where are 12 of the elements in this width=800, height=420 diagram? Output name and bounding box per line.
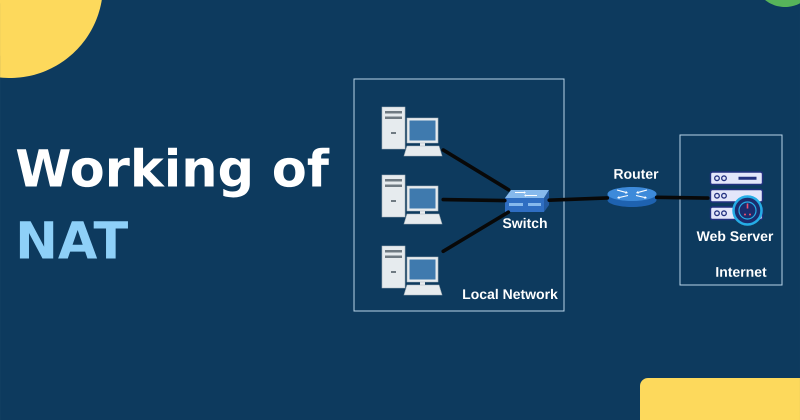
node-label: Web Server <box>696 230 774 242</box>
computer-icon <box>382 174 442 224</box>
computer-icon <box>382 106 442 156</box>
connection-line <box>654 196 710 200</box>
node-label: Switch <box>502 218 547 228</box>
connection-line <box>441 198 507 202</box>
connection-line <box>547 196 610 202</box>
title: Working of NAT <box>16 148 330 258</box>
connection-line <box>441 210 510 254</box>
node-label: Router <box>614 169 658 179</box>
computer-icon <box>382 246 442 296</box>
connection-line <box>441 148 510 192</box>
